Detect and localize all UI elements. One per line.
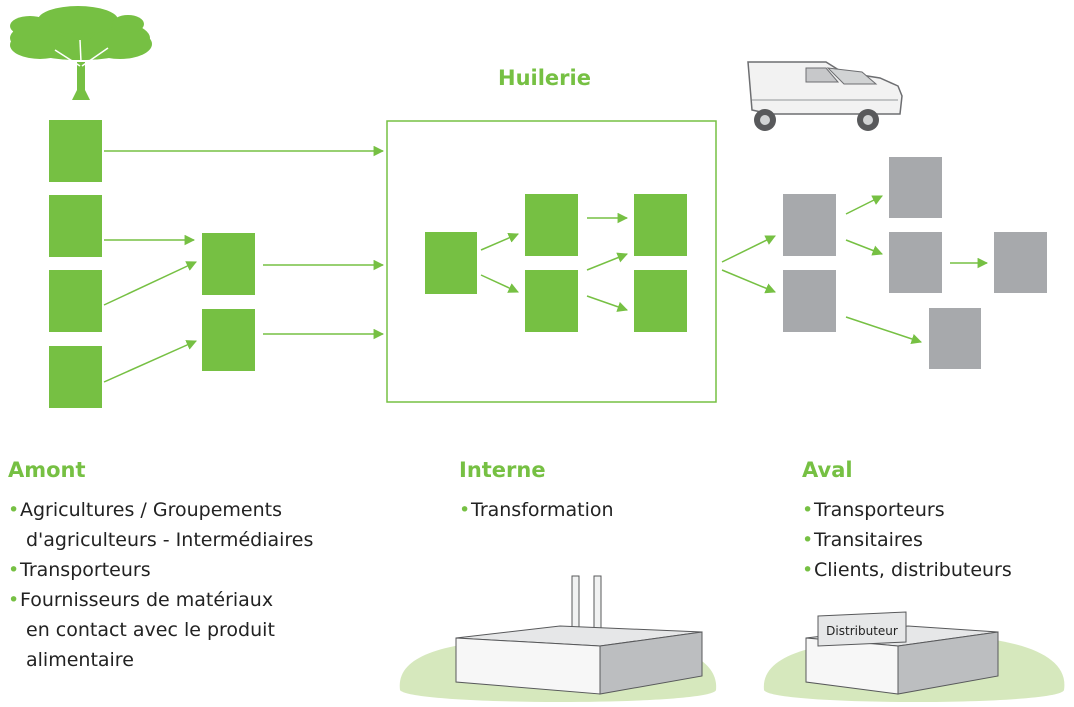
list-item: • Transporteurs — [8, 559, 151, 581]
arrow — [845, 195, 883, 215]
list-item: • Transformation — [459, 499, 614, 521]
arrow — [721, 235, 776, 263]
node — [783, 270, 836, 332]
factory-icon — [399, 575, 717, 702]
interne-nodes — [425, 194, 687, 332]
arrow — [480, 232, 519, 251]
node — [49, 346, 102, 408]
flow-arrows — [103, 145, 989, 383]
aval-title: Aval — [802, 458, 853, 482]
node — [202, 309, 255, 371]
distributeur-label: Distributeur — [826, 624, 898, 638]
node — [49, 120, 102, 182]
arrow — [721, 269, 776, 294]
node — [783, 194, 836, 256]
arrow — [586, 295, 628, 312]
amont-list: • Agricultures / Groupements d'agriculte… — [8, 495, 313, 675]
van-icon — [747, 61, 903, 131]
list-item: • Agricultures / Groupements d'agriculte… — [8, 499, 314, 551]
list-item: • Clients, distributeurs — [802, 559, 1012, 581]
arrow — [845, 316, 922, 344]
arrow — [480, 274, 519, 293]
list-item: • Transitaires — [802, 529, 923, 551]
aval-list: • Transporteurs • Transitaires • Clients… — [802, 495, 1012, 585]
amont-nodes — [49, 120, 255, 408]
aval-nodes — [783, 157, 1047, 369]
node — [425, 232, 477, 294]
distributor-building-icon: Distributeur — [763, 611, 1065, 702]
list-item: • Fournisseurs de matériaux en contact a… — [8, 589, 275, 671]
node — [889, 157, 942, 218]
node — [889, 232, 942, 293]
node — [525, 194, 578, 256]
arrow — [103, 340, 197, 383]
arrow — [103, 261, 197, 306]
node — [929, 308, 981, 369]
interne-list: • Transformation — [459, 495, 614, 525]
node — [202, 233, 255, 295]
node — [49, 270, 102, 332]
list-item: • Transporteurs — [802, 499, 945, 521]
node — [994, 232, 1047, 293]
tree-icon — [10, 6, 152, 100]
node — [634, 270, 687, 332]
node — [49, 195, 102, 257]
arrow — [845, 239, 883, 256]
amont-title: Amont — [8, 458, 86, 482]
huilerie-title: Huilerie — [498, 66, 591, 90]
arrow — [586, 252, 628, 271]
huilerie-frame — [386, 120, 717, 403]
node — [634, 194, 687, 256]
node — [525, 270, 578, 332]
interne-title: Interne — [459, 458, 546, 482]
